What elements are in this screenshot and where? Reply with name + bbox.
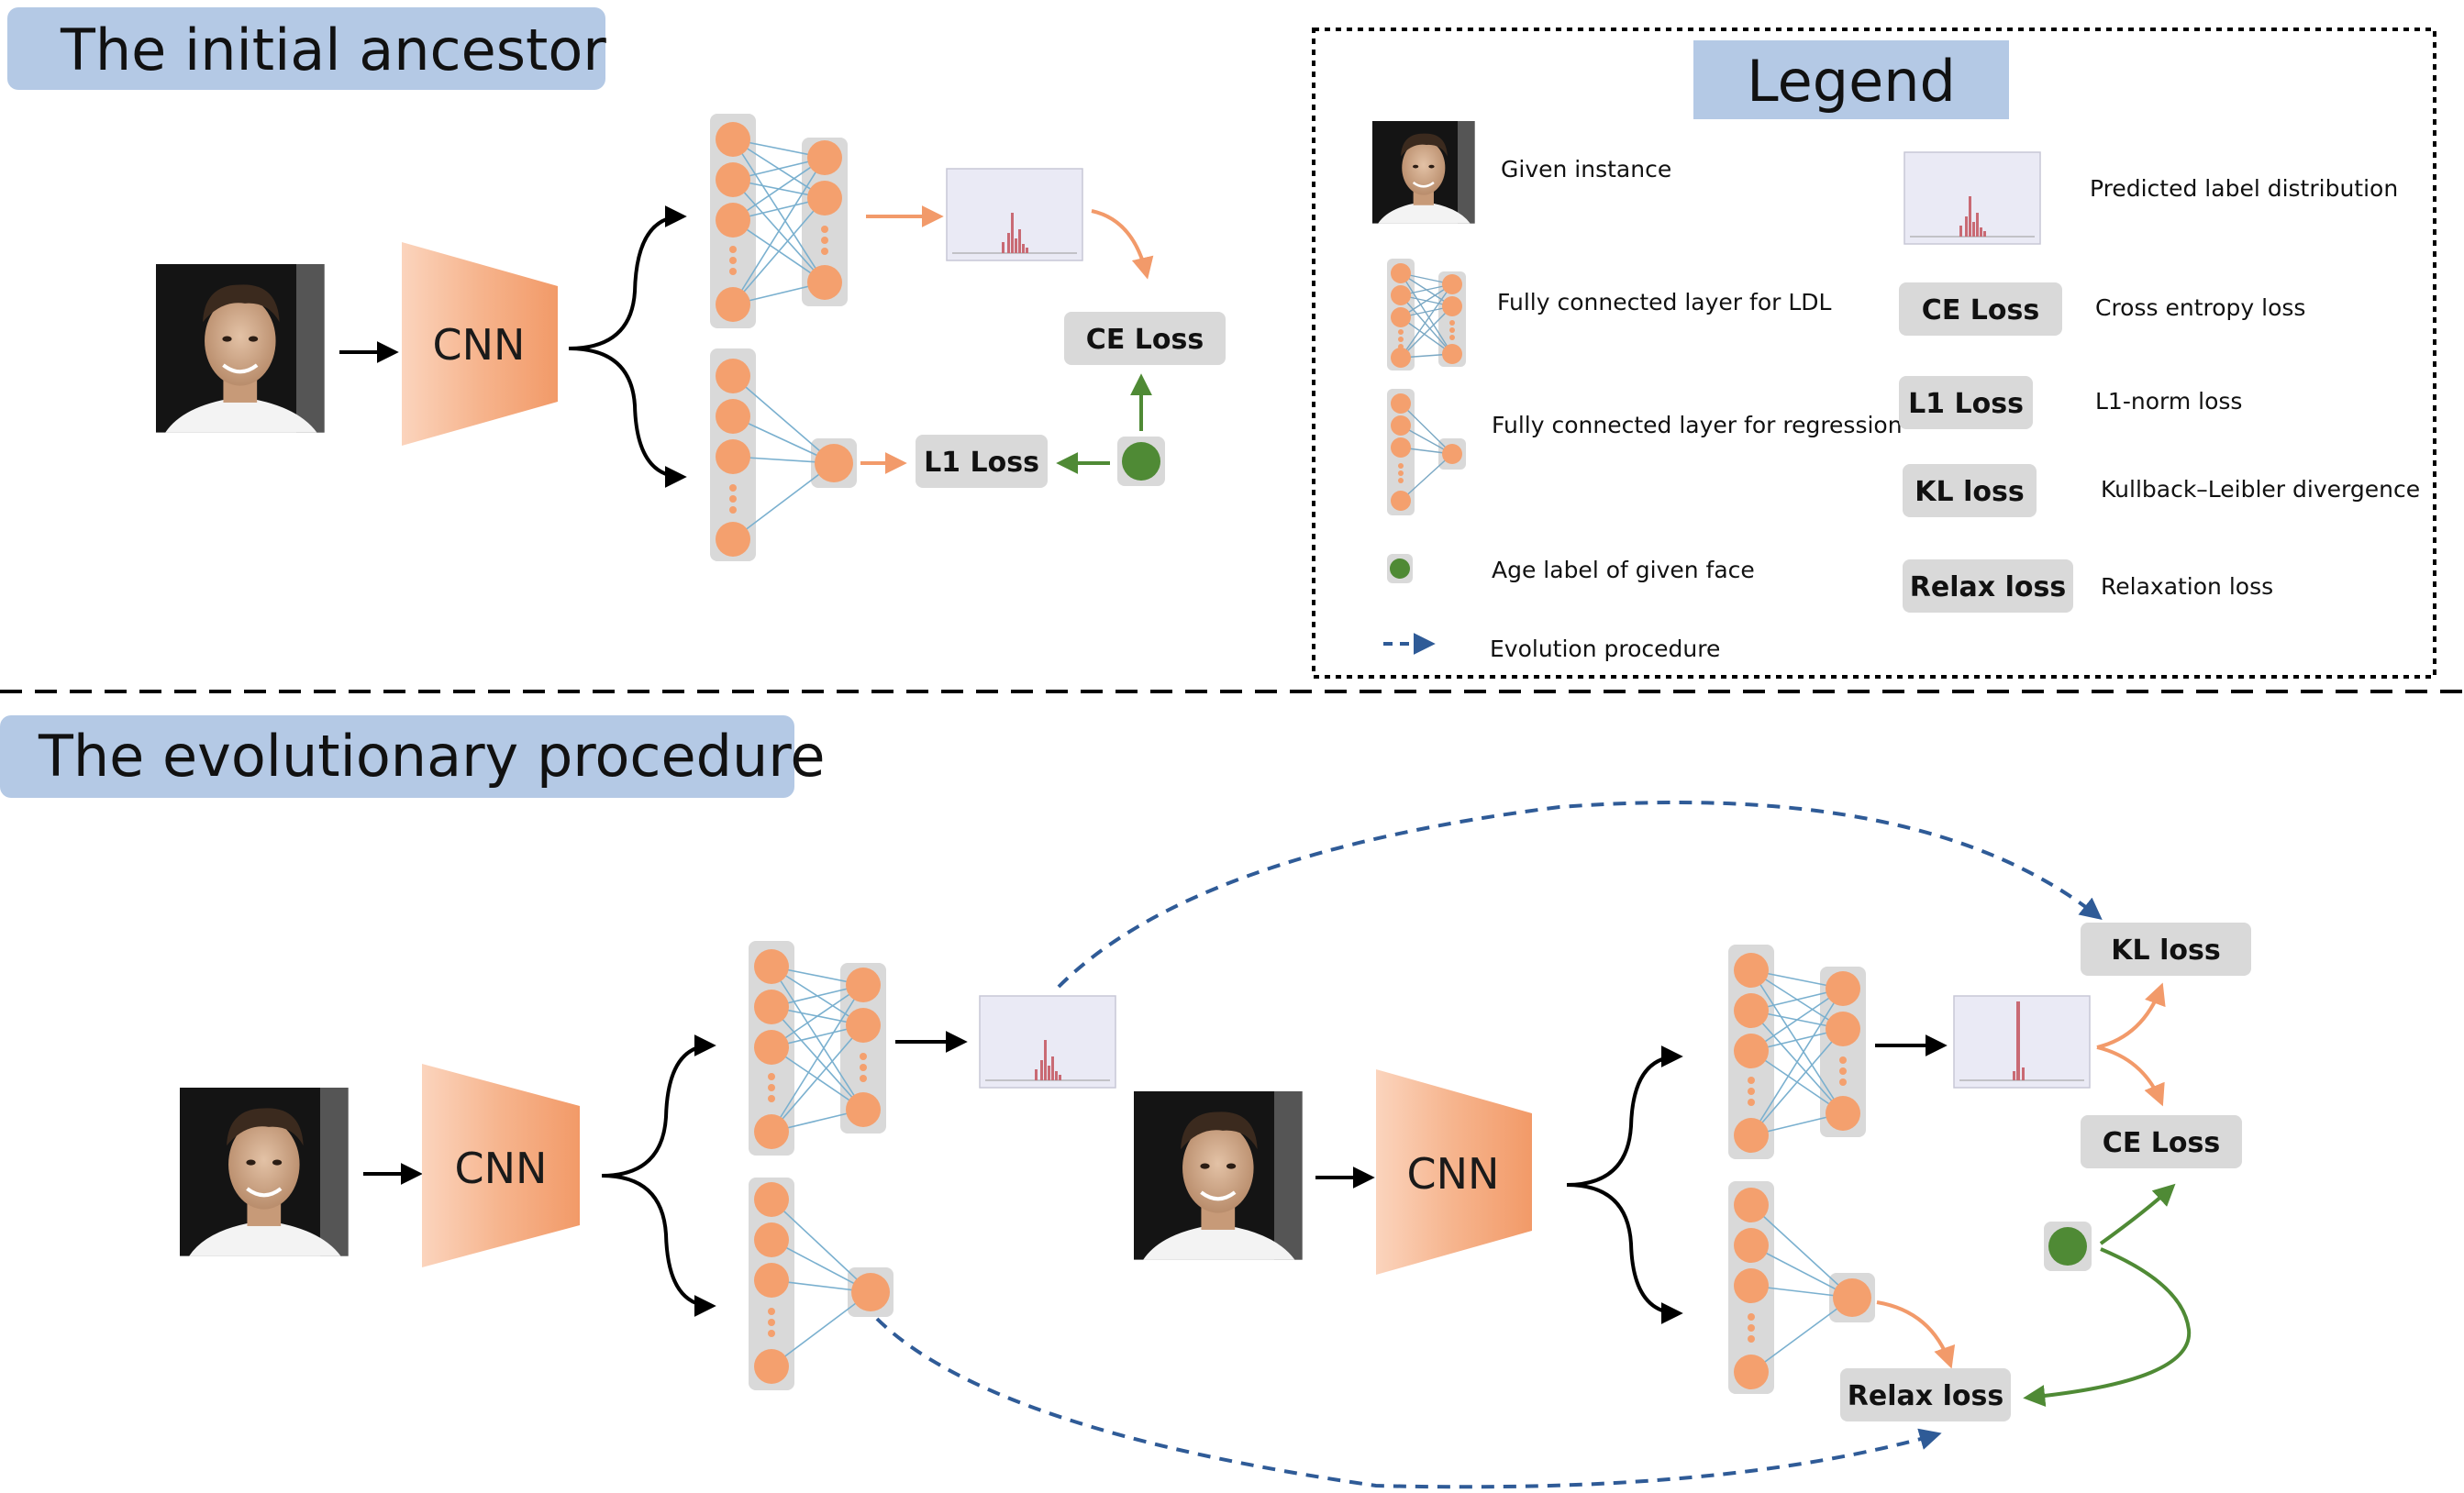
bottom-arrow-hist-kl xyxy=(2096,982,2166,1049)
legend-panel: Legend Given instance Predicted label di… xyxy=(1312,28,2436,679)
bottom-pipeline-evolved: CNN xyxy=(1134,923,2251,1421)
bottom-arrow-label-ce xyxy=(2099,1183,2176,1245)
bottom-relax-loss-box: Relax loss xyxy=(1840,1368,2011,1421)
top-ce-loss-label: CE Loss xyxy=(1086,324,1204,356)
legend-kl-desc: Kullback–Leibler divergence xyxy=(2101,476,2420,503)
top-face-image xyxy=(156,264,325,433)
bottom-face-image-2 xyxy=(1134,1091,1303,1260)
legend-kl-loss-box: KL loss xyxy=(1903,464,2037,517)
top-cnn-label: CNN xyxy=(433,320,526,370)
top-ce-loss-box: CE Loss xyxy=(1064,312,1226,365)
legend-ce-loss-box: CE Loss xyxy=(1899,282,2062,336)
bottom-branch-down-1 xyxy=(601,1174,716,1317)
bottom-ce-loss-label: CE Loss xyxy=(2103,1127,2220,1159)
top-arrow-hist-ce xyxy=(1091,209,1154,280)
top-cnn-block xyxy=(402,242,558,446)
bottom-cnn-block-2 xyxy=(1376,1069,1532,1275)
legend-given-instance: Given instance xyxy=(1501,156,1671,182)
top-histogram xyxy=(946,168,1083,261)
legend-face-icon xyxy=(1371,119,1476,225)
legend-histogram-icon xyxy=(1903,151,2041,245)
legend-fc-ldl-icon xyxy=(1387,259,1466,370)
top-fc-ldl xyxy=(710,114,848,328)
bottom-age-label xyxy=(2044,1222,2092,1271)
legend-fc-ldl: Fully connected layer for LDL xyxy=(1497,289,1832,315)
header-initial-text: The initial ancestor xyxy=(60,17,606,83)
legend-kl-label: KL loss xyxy=(1915,476,2024,508)
top-branch-up xyxy=(568,205,687,350)
top-fc-regression xyxy=(710,348,857,561)
bottom-branch-up-2 xyxy=(1566,1045,1683,1187)
bottom-kl-loss-label: KL loss xyxy=(2111,935,2220,967)
bottom-fc-regression-2 xyxy=(1728,1181,1875,1394)
evolution-arrow-to-relax xyxy=(875,1317,1942,1489)
header-initial-ancestor: The initial ancestor xyxy=(7,7,606,90)
bottom-branch-up-1 xyxy=(601,1034,716,1178)
legend-relax-label: Relax loss xyxy=(1910,571,2066,603)
bottom-arrow-hist-ce xyxy=(2096,1045,2165,1107)
header-evolution-text: The evolutionary procedure xyxy=(38,723,826,790)
bottom-face-image-1 xyxy=(180,1088,349,1256)
bottom-ce-loss-box: CE Loss xyxy=(2081,1115,2242,1168)
legend-ce-desc: Cross entropy loss xyxy=(2095,294,2305,321)
legend-ce-label: CE Loss xyxy=(1922,294,2039,326)
top-l1-loss-box: L1 Loss xyxy=(916,435,1048,488)
legend-title: Legend xyxy=(1747,48,1956,115)
legend-fc-regression: Fully connected layer for regression xyxy=(1492,412,1903,438)
bottom-cnn-label-2: CNN xyxy=(1407,1149,1500,1199)
header-evolutionary-procedure: The evolutionary procedure xyxy=(0,715,826,798)
legend-l1-desc: L1-norm loss xyxy=(2095,388,2242,415)
bottom-histogram-1 xyxy=(979,995,1116,1089)
legend-relax-loss-box: Relax loss xyxy=(1903,559,2073,613)
legend-age-label-icon xyxy=(1387,554,1413,583)
legend-predicted-distribution: Predicted label distribution xyxy=(2090,175,2398,202)
bottom-cnn-block-1 xyxy=(422,1064,580,1267)
bottom-kl-loss-box: KL loss xyxy=(2081,923,2251,976)
bottom-histogram-2 xyxy=(1953,995,2091,1089)
legend-l1-label: L1 Loss xyxy=(1908,388,2024,420)
bottom-arrow-fc-relax xyxy=(1876,1300,1956,1369)
bottom-branch-down-2 xyxy=(1566,1183,1683,1324)
evolution-arrow-to-kl xyxy=(1057,801,2103,989)
top-l1-loss-label: L1 Loss xyxy=(924,447,1039,479)
legend-l1-loss-box: L1 Loss xyxy=(1899,376,2033,429)
legend-fc-regression-icon xyxy=(1387,389,1466,515)
bottom-fc-ldl-2 xyxy=(1728,945,1866,1159)
top-age-label xyxy=(1117,437,1165,486)
bottom-cnn-label-1: CNN xyxy=(455,1144,548,1193)
bottom-pipeline-ancestor: CNN xyxy=(180,941,1116,1390)
bottom-arrow-label-relax xyxy=(2023,1247,2192,1408)
top-pipeline: CNN CE Loss xyxy=(156,114,1226,561)
top-branch-down xyxy=(568,347,687,488)
bottom-fc-regression-1 xyxy=(749,1178,893,1390)
bottom-fc-ldl-1 xyxy=(749,941,886,1156)
bottom-relax-loss-label: Relax loss xyxy=(1848,1380,2003,1412)
legend-evolution: Evolution procedure xyxy=(1490,636,1720,662)
legend-relax-desc: Relaxation loss xyxy=(2101,573,2273,600)
legend-age-label: Age label of given face xyxy=(1492,557,1755,583)
